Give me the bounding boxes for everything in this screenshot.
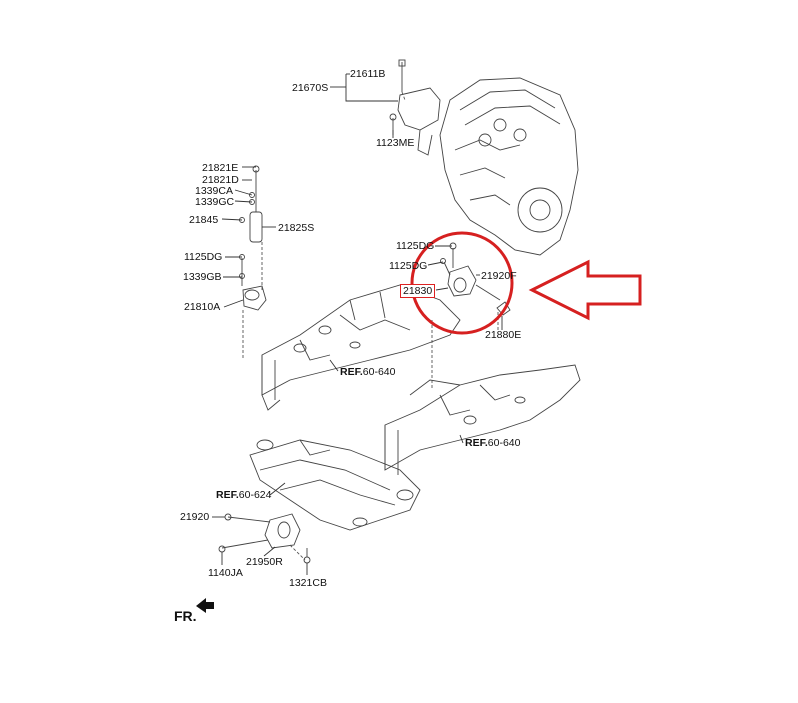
leader-lines (212, 73, 503, 575)
ref-label-2-number: 60-640 (487, 437, 521, 449)
label-21821D: 21821D (202, 174, 239, 186)
label-21845: 21845 (189, 214, 219, 226)
highlight-circle (410, 231, 514, 335)
ref-label-3-prefix: REF. (216, 489, 239, 501)
highlight-arrow (528, 259, 642, 321)
ref-label-3-number: 60-624 (238, 489, 272, 501)
label-1125DG-left: 1125DG (184, 251, 223, 263)
label-21880E: 21880E (485, 329, 522, 341)
side-member-upper-drawing (261, 284, 461, 411)
front-direction-arrow-icon (196, 598, 214, 613)
crossmember-drawing (249, 439, 421, 531)
left-mount-drawing (239, 165, 267, 311)
ref-label-1-number: 60-640 (362, 366, 396, 378)
ref-label-2-prefix: REF. (465, 437, 488, 449)
leader-lines-dashed (242, 91, 499, 561)
label-21950R: 21950R (246, 556, 283, 568)
ref-label-3: REF.60-624 (216, 489, 271, 501)
front-direction-label: FR. (174, 608, 197, 624)
label-1339GB: 1339GB (183, 271, 222, 283)
side-member-lower-drawing (384, 364, 581, 475)
upper-bracket-drawing (389, 59, 441, 156)
ref-label-2: REF.60-640 (465, 437, 520, 449)
label-21920F: 21920F (481, 270, 517, 282)
label-1125DG-top: 1125DG (396, 240, 435, 252)
ref-label-1-prefix: REF. (340, 366, 363, 378)
label-21821E: 21821E (202, 162, 239, 174)
label-21810A: 21810A (184, 301, 221, 313)
label-1321CB: 1321CB (289, 577, 327, 589)
label-21825S: 21825S (278, 222, 315, 234)
label-1339GC: 1339GC (195, 196, 235, 208)
label-1125DG-mid: 1125DG (389, 260, 428, 272)
ref-label-1: REF.60-640 (340, 366, 395, 378)
label-1339CA: 1339CA (195, 185, 233, 197)
label-21920: 21920 (180, 511, 210, 523)
label-1123ME: 1123ME (376, 137, 415, 149)
rear-roll-stopper-drawing (218, 513, 311, 564)
engine-block-drawing (439, 77, 579, 256)
label-21670S: 21670S (292, 82, 329, 94)
label-21611B: 21611B (350, 68, 386, 80)
label-1140JA: 1140JA (208, 567, 243, 579)
label-21830: 21830 (400, 284, 436, 298)
